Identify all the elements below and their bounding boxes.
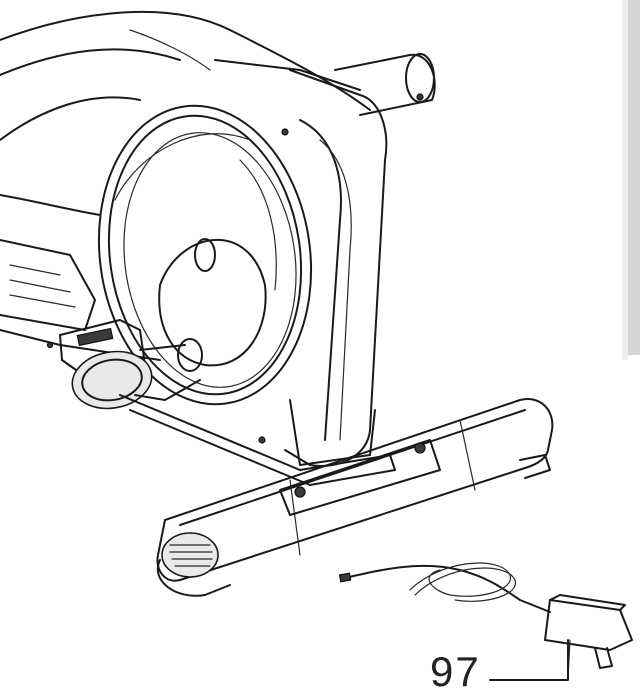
front-stabilizer [156, 398, 554, 597]
trainer-shroud [0, 10, 371, 216]
crank-assembly [59, 319, 203, 410]
frame-upright [258, 69, 388, 467]
callout-leader [489, 639, 569, 681]
rear-roller [334, 53, 436, 116]
base-frame [119, 394, 396, 486]
flywheel-disc [97, 104, 313, 406]
side-panel [622, 0, 640, 360]
power-adapter [338, 562, 633, 679]
part-number-label: 97 [430, 648, 481, 693]
